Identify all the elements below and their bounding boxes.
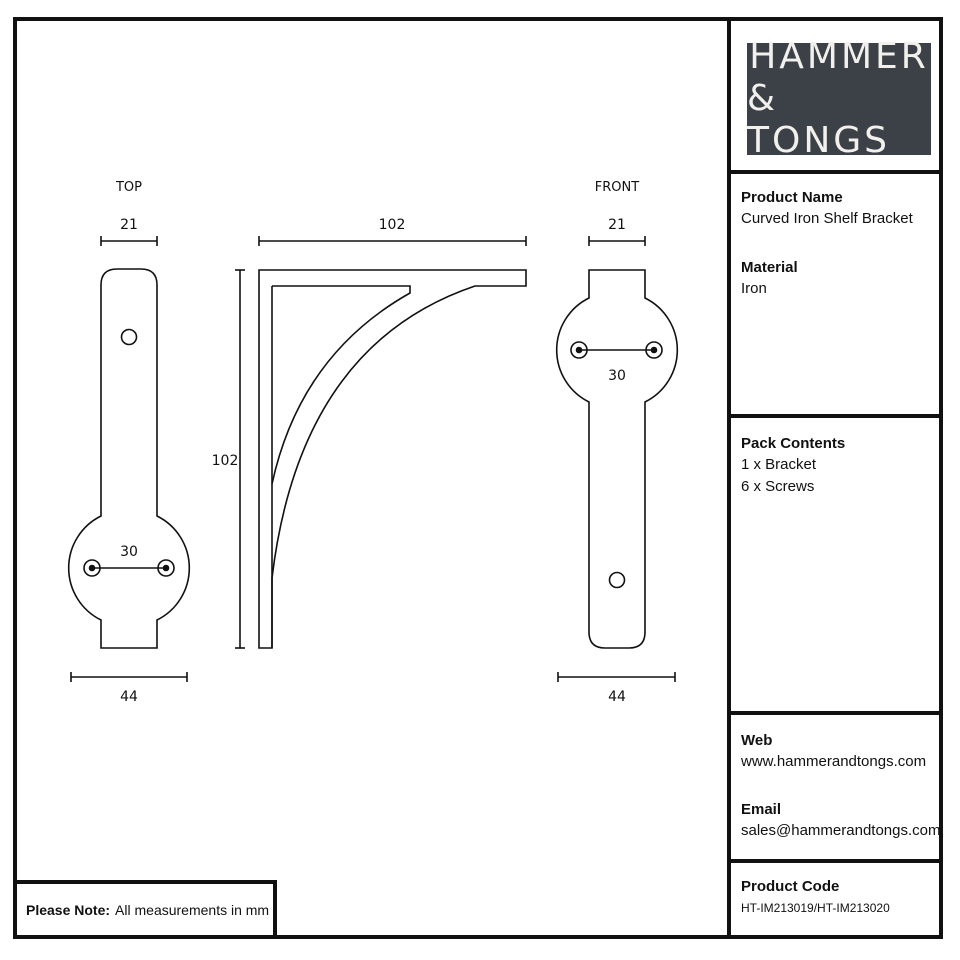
product-box: Product Name Curved Iron Shelf Bracket M… bbox=[727, 170, 943, 418]
web-field: Web www.hammerandtongs.com bbox=[741, 731, 926, 773]
front-view-outline bbox=[555, 269, 679, 649]
logo-box: HAMMER & TONGS bbox=[727, 17, 943, 174]
top-view-label: TOP bbox=[115, 180, 142, 195]
side-view-width-dim: 102 bbox=[379, 217, 406, 233]
pack-contents-label: Pack Contents bbox=[741, 435, 846, 452]
brand-line-1: HAMMER bbox=[749, 36, 929, 77]
product-name-value: Curved Iron Shelf Bracket bbox=[741, 210, 913, 227]
top-view bbox=[67, 236, 191, 682]
product-code-field: Product Code HT-IM213019/HT-IM213020 bbox=[741, 877, 890, 919]
note-label: Please Note: bbox=[26, 901, 111, 918]
top-view-hole bbox=[120, 328, 138, 346]
front-view-label: FRONT bbox=[595, 180, 639, 195]
side-view-height-dim: 102 bbox=[212, 453, 239, 469]
email-label: Email bbox=[741, 801, 782, 818]
side-view-outline bbox=[258, 269, 527, 649]
side-view-inner-curve bbox=[271, 285, 411, 485]
code-box: Product Code HT-IM213019/HT-IM213020 bbox=[727, 859, 943, 939]
product-name-label: Product Name bbox=[741, 189, 843, 206]
pack-box: Pack Contents 1 x Bracket 6 x Screws bbox=[727, 414, 943, 715]
web-label: Web bbox=[741, 732, 773, 749]
top-view-base-dim: 44 bbox=[120, 689, 138, 705]
brand-line-2: & TONGS bbox=[747, 78, 891, 161]
top-view-outline bbox=[67, 268, 191, 649]
pack-item: 6 x Screws bbox=[741, 478, 815, 495]
email-field: Email sales@hammerandtongs.com bbox=[741, 800, 940, 842]
front-view-hole-dim: 30 bbox=[608, 368, 626, 384]
front-view-width-dim: 21 bbox=[608, 217, 626, 233]
info-sidebar: HAMMER & TONGS Product Name Curved Iron … bbox=[727, 17, 943, 939]
web-value[interactable]: www.hammerandtongs.com bbox=[741, 753, 927, 770]
product-code-value: HT-IM213019/HT-IM213020 bbox=[741, 901, 890, 915]
email-value[interactable]: sales@hammerandtongs.com bbox=[741, 822, 941, 839]
side-view bbox=[235, 236, 527, 649]
material-value: Iron bbox=[741, 280, 767, 297]
pack-item: 1 x Bracket bbox=[741, 456, 817, 473]
product-code-label: Product Code bbox=[741, 878, 840, 895]
top-view-hole-dim: 30 bbox=[120, 544, 138, 560]
front-view bbox=[555, 236, 679, 682]
contact-box: Web www.hammerandtongs.com Email sales@h… bbox=[727, 711, 943, 863]
pack-contents-field: Pack Contents 1 x Bracket 6 x Screws bbox=[741, 434, 845, 498]
front-view-base-dim: 44 bbox=[608, 689, 626, 705]
product-name-field: Product Name Curved Iron Shelf Bracket bbox=[741, 188, 913, 230]
material-label: Material bbox=[741, 259, 798, 276]
top-view-width-dim: 21 bbox=[120, 217, 138, 233]
note-text: All measurements in mm bbox=[115, 901, 270, 918]
brand-logo: HAMMER & TONGS bbox=[747, 36, 931, 161]
front-view-hole bbox=[608, 571, 626, 589]
material-field: Material Iron bbox=[741, 258, 798, 300]
measurement-note: Please Note: All measurements in mm bbox=[13, 880, 277, 939]
